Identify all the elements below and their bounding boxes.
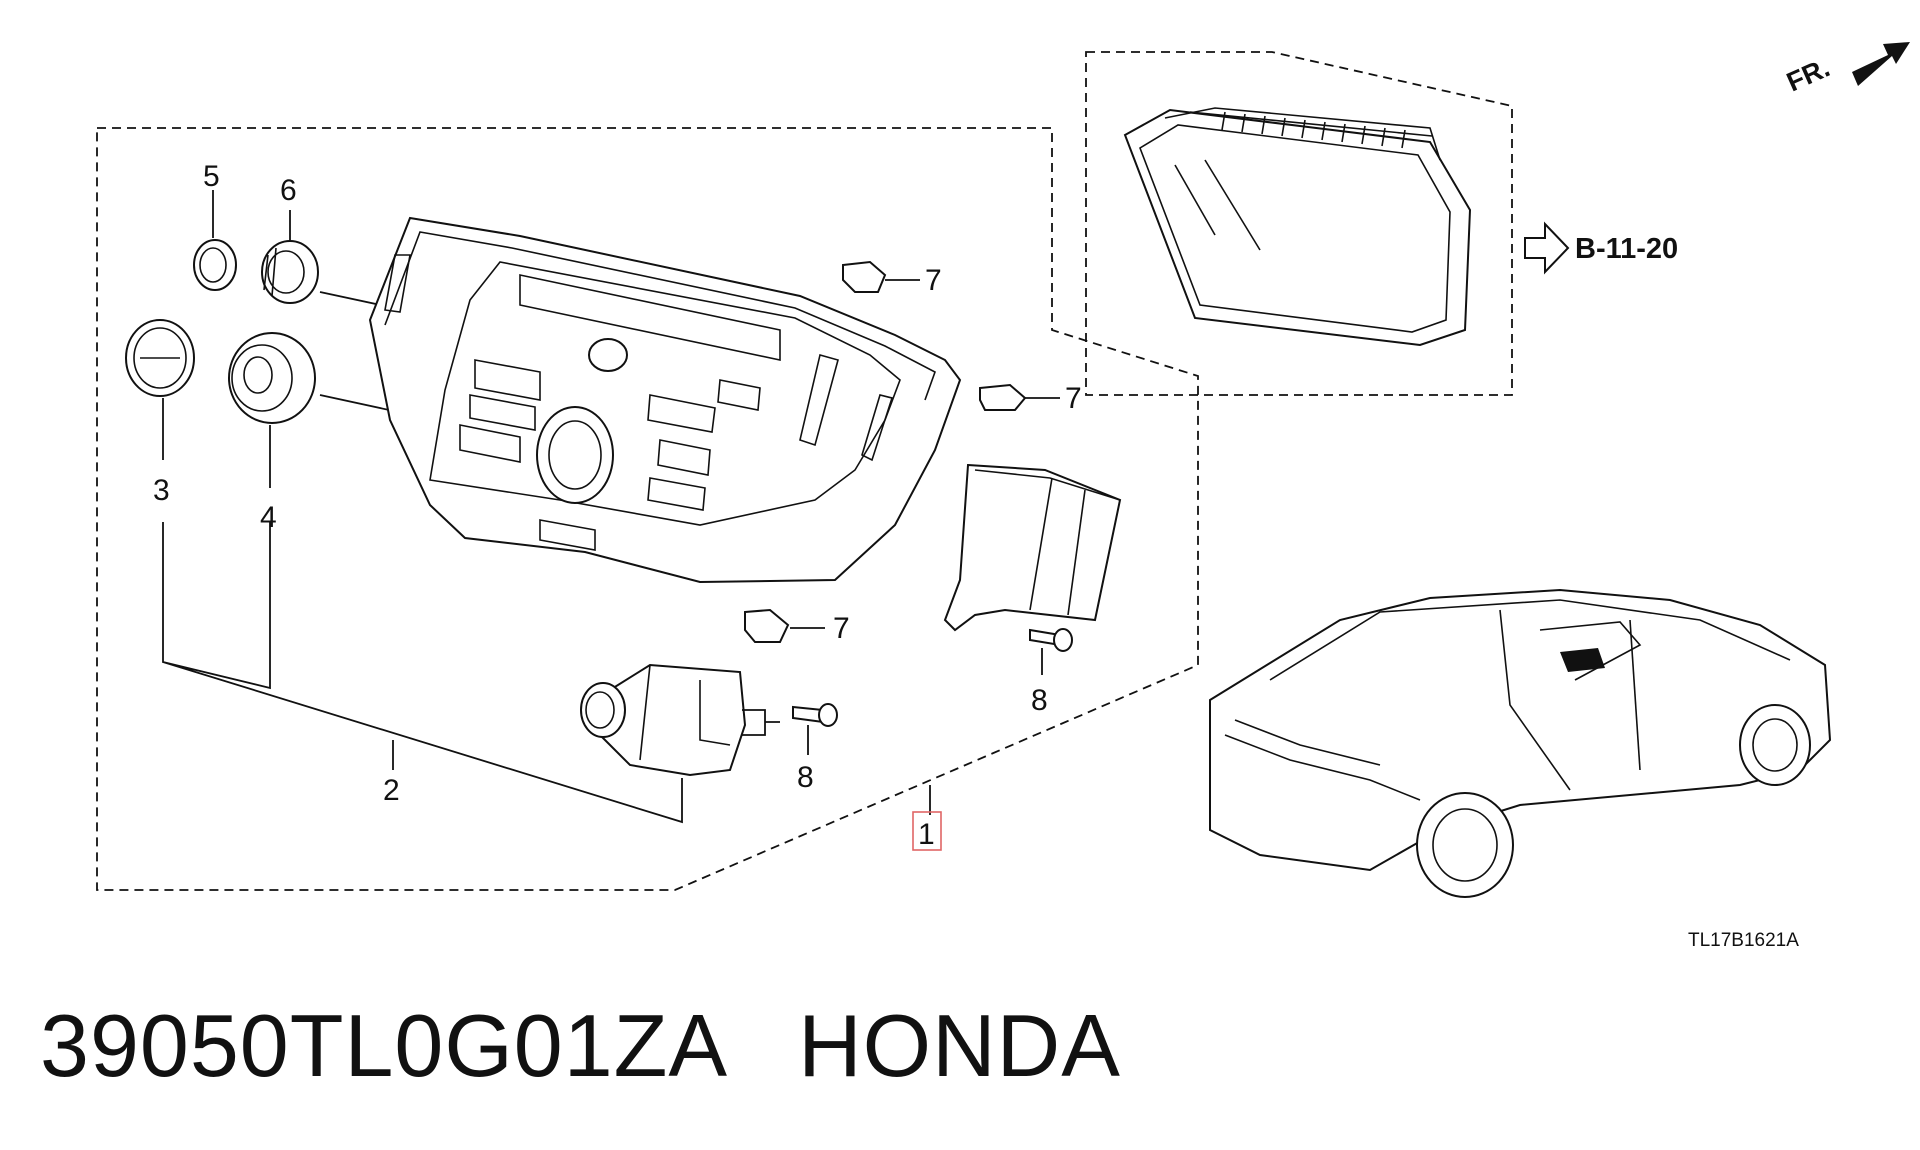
callout-1: 1 <box>918 818 935 851</box>
knob-ring-6 <box>261 240 319 304</box>
callout-3: 3 <box>153 474 170 507</box>
clip-7-top <box>842 260 887 293</box>
control-unit-housing <box>943 463 1122 632</box>
callout-4: 4 <box>260 501 277 534</box>
callout-5: 5 <box>203 160 220 193</box>
knob-ring-4 <box>228 332 316 424</box>
part-number: 39050TL0G01ZA <box>40 996 729 1095</box>
knob-3 <box>125 319 195 397</box>
callout-1-highlight-box <box>912 811 942 851</box>
clip-7-middle <box>979 383 1027 411</box>
brand-name: HONDA <box>798 996 1121 1095</box>
fr-label: FR. <box>1782 52 1834 97</box>
center-control-panel <box>368 216 962 584</box>
cross-reference-label: B-11-20 <box>1575 233 1678 265</box>
navigation-display-unit <box>1123 107 1472 347</box>
callout-7-middle: 7 <box>1065 382 1082 415</box>
front-arrow-icon <box>1852 42 1910 86</box>
screw-8-middle <box>792 703 838 727</box>
callout-2: 2 <box>383 774 400 807</box>
callout-7-top: 7 <box>925 264 942 297</box>
nav-unit-boundary <box>1085 51 1513 396</box>
reference-arrow-icon <box>1524 221 1570 275</box>
callout-8-right: 8 <box>1031 684 1048 717</box>
callout-6: 6 <box>280 174 297 207</box>
vehicle-location-illustration <box>1209 588 1832 898</box>
callout-8-middle: 8 <box>797 761 814 794</box>
clip-7-bottom <box>744 608 790 643</box>
screw-8-right <box>1029 628 1073 652</box>
switch-assembly <box>580 663 747 777</box>
drawing-code: TL17B1621A <box>1688 930 1799 951</box>
knob-5 <box>193 239 237 291</box>
callout-7-bottom: 7 <box>833 612 850 645</box>
front-direction-marker: FR. <box>1782 42 1910 97</box>
